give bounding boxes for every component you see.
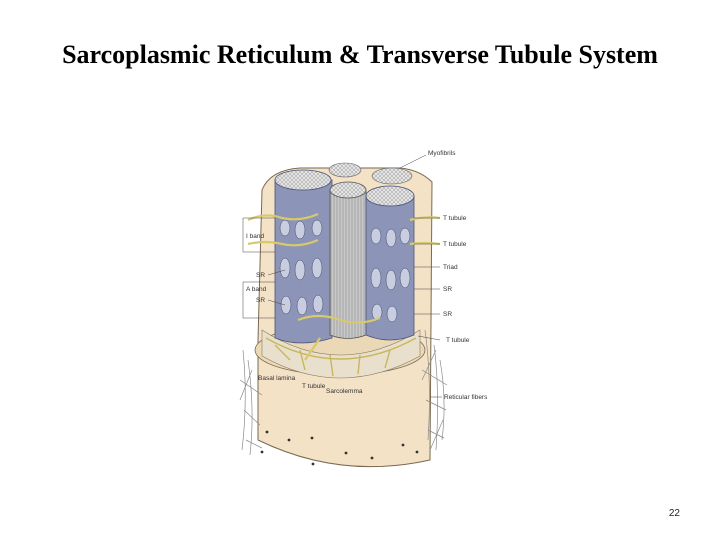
label-sr-left-2: SR — [256, 297, 265, 304]
reticular-fiber-network — [239, 329, 448, 456]
label-triad: Triad — [443, 264, 458, 271]
label-sr-left-1: SR — [256, 272, 265, 279]
label-t-tubule-1: T tubule — [443, 215, 467, 222]
myofibril-middle — [329, 189, 367, 339]
label-t-tubule-2: T tubule — [443, 241, 467, 248]
page-number: 22 — [668, 508, 680, 519]
label-t-tubule-bottom: T tubule — [302, 383, 326, 390]
label-t-tubule-3: T tubule — [446, 337, 470, 344]
label-sarcolemma: Sarcolemma — [326, 388, 363, 395]
label-a-band: A band — [246, 286, 267, 293]
label-sr-right-1: SR — [443, 286, 452, 293]
label-i-band: I band — [246, 233, 264, 240]
cut-face-network — [261, 329, 421, 379]
leader-lines — [242, 154, 442, 398]
t-tubules — [247, 212, 441, 361]
label-basal-lamina: Basal lamina — [258, 375, 296, 382]
label-reticular-fibers: Reticular fibers — [444, 394, 488, 401]
slide-title: Sarcoplasmic Reticulum & Transverse Tubu… — [62, 40, 658, 69]
myofibrils — [274, 162, 415, 344]
label-myofibrils: Myofibrils — [428, 150, 456, 157]
label-sr-right-2: SR — [443, 311, 452, 318]
